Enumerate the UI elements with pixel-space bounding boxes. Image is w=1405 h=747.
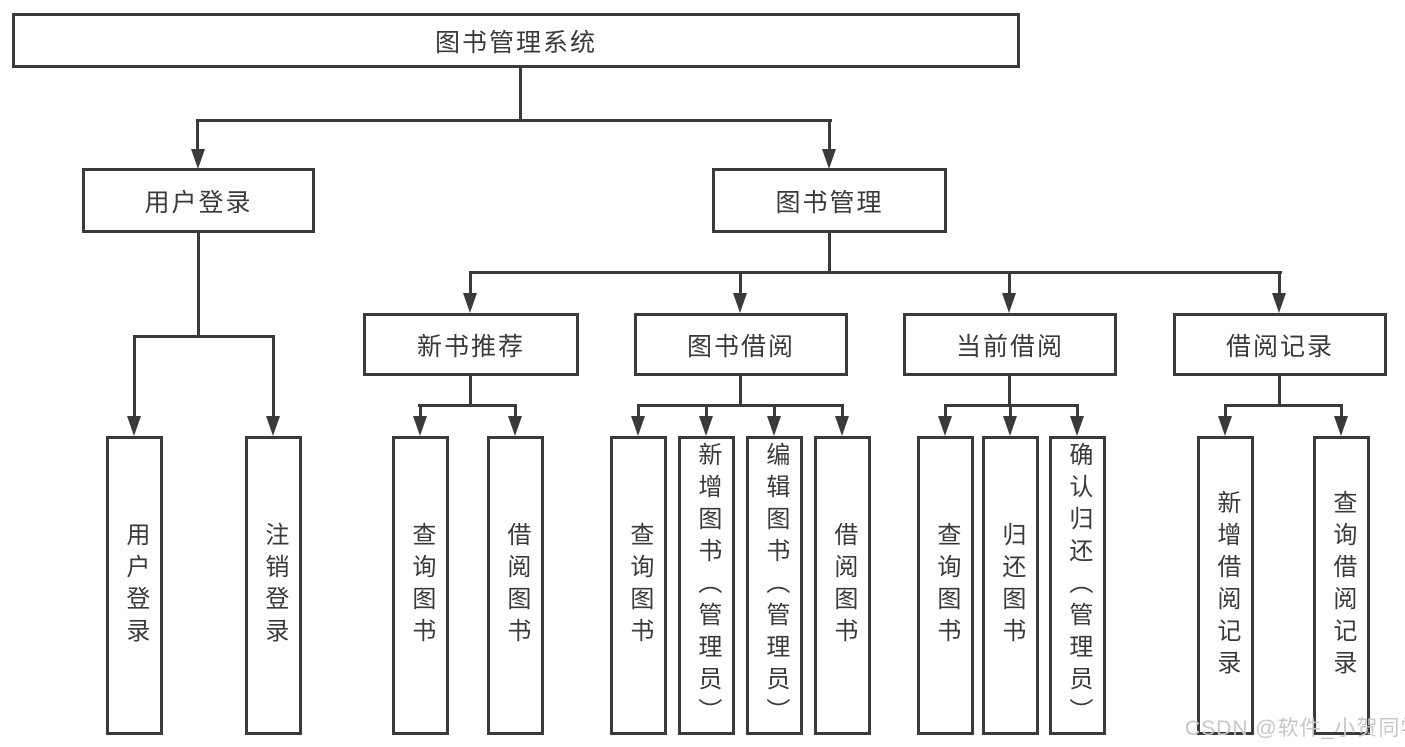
- node-label: 用户登录: [144, 188, 253, 217]
- leaf-label: 编辑图书（管理员）: [761, 441, 789, 730]
- arrowhead-down-icon: [1070, 416, 1084, 436]
- leaf-label: 查询借阅记录: [1328, 489, 1356, 682]
- connector-stem: [828, 233, 831, 274]
- connector-stem: [739, 376, 742, 407]
- arrowhead-down-icon: [266, 416, 280, 436]
- connector-stem: [197, 233, 200, 338]
- connector-bar: [637, 404, 844, 407]
- connector-drop: [514, 404, 517, 418]
- leaf-borrow-books: 借阅图书: [814, 436, 871, 735]
- leaf-label: 查询图书: [932, 521, 960, 650]
- arrowhead-down-icon: [1218, 416, 1232, 436]
- connector-drop: [637, 404, 640, 418]
- node-label: 图书借阅: [686, 332, 795, 361]
- connector-drop: [419, 404, 422, 418]
- arrowhead-down-icon: [938, 416, 952, 436]
- node-library-management-system: 图书管理系统: [12, 13, 1020, 68]
- leaf-add-book-admin: 新增图书（管理员）: [678, 436, 735, 735]
- arrowhead-down-icon: [631, 416, 645, 436]
- node-borrow-records: 借阅记录: [1173, 313, 1387, 376]
- connector-drop: [133, 335, 136, 420]
- node-new-book-recommend: 新书推荐: [363, 313, 579, 376]
- watermark: CSDN @软件_小贺同学: [1185, 717, 1405, 740]
- node-label: 当前借阅: [955, 332, 1064, 361]
- leaf-confirm-return-admin: 确认归还（管理员）: [1049, 436, 1106, 735]
- connector-stem: [1278, 376, 1281, 407]
- connector-drop: [469, 271, 472, 296]
- leaf-label: 查询图书: [625, 521, 653, 650]
- connector-drop: [1340, 404, 1343, 418]
- connector-drop: [272, 335, 275, 420]
- leaf-add-borrow-record: 新增借阅记录: [1197, 436, 1254, 735]
- connector-stem: [1008, 376, 1011, 407]
- leaf-return-books: 归还图书: [982, 436, 1039, 735]
- connector-bar: [133, 335, 275, 338]
- connector-drop: [841, 404, 844, 418]
- connector-drop: [1224, 404, 1227, 418]
- connector-bar: [469, 271, 1282, 274]
- connector-bar: [196, 119, 832, 122]
- leaf-query-borrow-record: 查询借阅记录: [1313, 436, 1370, 735]
- connector-stem: [519, 68, 522, 122]
- node-label: 图书管理系统: [434, 28, 597, 57]
- leaf-user-login: 用户登录: [106, 436, 163, 735]
- leaf-query-books-recommend: 查询图书: [392, 436, 449, 735]
- arrowhead-down-icon: [822, 149, 836, 169]
- connector-drop: [1076, 404, 1079, 418]
- arrowhead-down-icon: [1272, 293, 1286, 313]
- connector-drop: [196, 119, 199, 151]
- arrowhead-down-icon: [835, 416, 849, 436]
- connector-stem: [469, 376, 472, 407]
- arrowhead-down-icon: [1334, 416, 1348, 436]
- connector-drop: [1278, 271, 1281, 296]
- leaf-query-books-current: 查询图书: [917, 436, 974, 735]
- leaf-label: 查询图书: [407, 521, 435, 650]
- node-user-login: 用户登录: [82, 168, 315, 233]
- connector-drop: [828, 119, 831, 151]
- node-label: 新书推荐: [416, 332, 525, 361]
- leaf-label: 用户登录: [121, 521, 149, 650]
- arrowhead-down-icon: [191, 149, 205, 169]
- leaf-label: 新增借阅记录: [1212, 489, 1240, 682]
- leaf-label: 注销登录: [260, 521, 288, 650]
- arrowhead-down-icon: [699, 416, 713, 436]
- leaf-edit-book-admin: 编辑图书（管理员）: [746, 436, 803, 735]
- connector-bar: [418, 404, 517, 407]
- leaf-borrow-books-recommend: 借阅图书: [487, 436, 544, 735]
- connector-drop: [1009, 404, 1012, 418]
- connector-bar: [1224, 404, 1343, 407]
- node-label: 借阅记录: [1225, 332, 1334, 361]
- connector-drop: [739, 271, 742, 296]
- arrowhead-down-icon: [508, 416, 522, 436]
- connector-drop: [773, 404, 776, 418]
- node-book-borrow: 图书借阅: [634, 313, 848, 376]
- arrowhead-down-icon: [1003, 416, 1017, 436]
- leaf-label: 新增图书（管理员）: [693, 441, 721, 730]
- node-label: 图书管理: [775, 188, 884, 217]
- leaf-logout: 注销登录: [245, 436, 302, 735]
- leaf-query-books-borrow: 查询图书: [610, 436, 667, 735]
- node-current-borrow: 当前借阅: [903, 313, 1117, 376]
- connector-drop: [1008, 271, 1011, 296]
- connector-drop: [705, 404, 708, 418]
- arrowhead-down-icon: [413, 416, 427, 436]
- connector-drop: [944, 404, 947, 418]
- leaf-label: 借阅图书: [829, 521, 857, 650]
- arrowhead-down-icon: [463, 293, 477, 313]
- leaf-label: 借阅图书: [502, 521, 530, 650]
- leaf-label: 归还图书: [997, 521, 1025, 650]
- arrowhead-down-icon: [1002, 293, 1016, 313]
- arrowhead-down-icon: [733, 293, 747, 313]
- arrowhead-down-icon: [767, 416, 781, 436]
- node-book-management: 图书管理: [712, 168, 947, 233]
- arrowhead-down-icon: [127, 416, 141, 436]
- leaf-label: 确认归还（管理员）: [1064, 441, 1092, 730]
